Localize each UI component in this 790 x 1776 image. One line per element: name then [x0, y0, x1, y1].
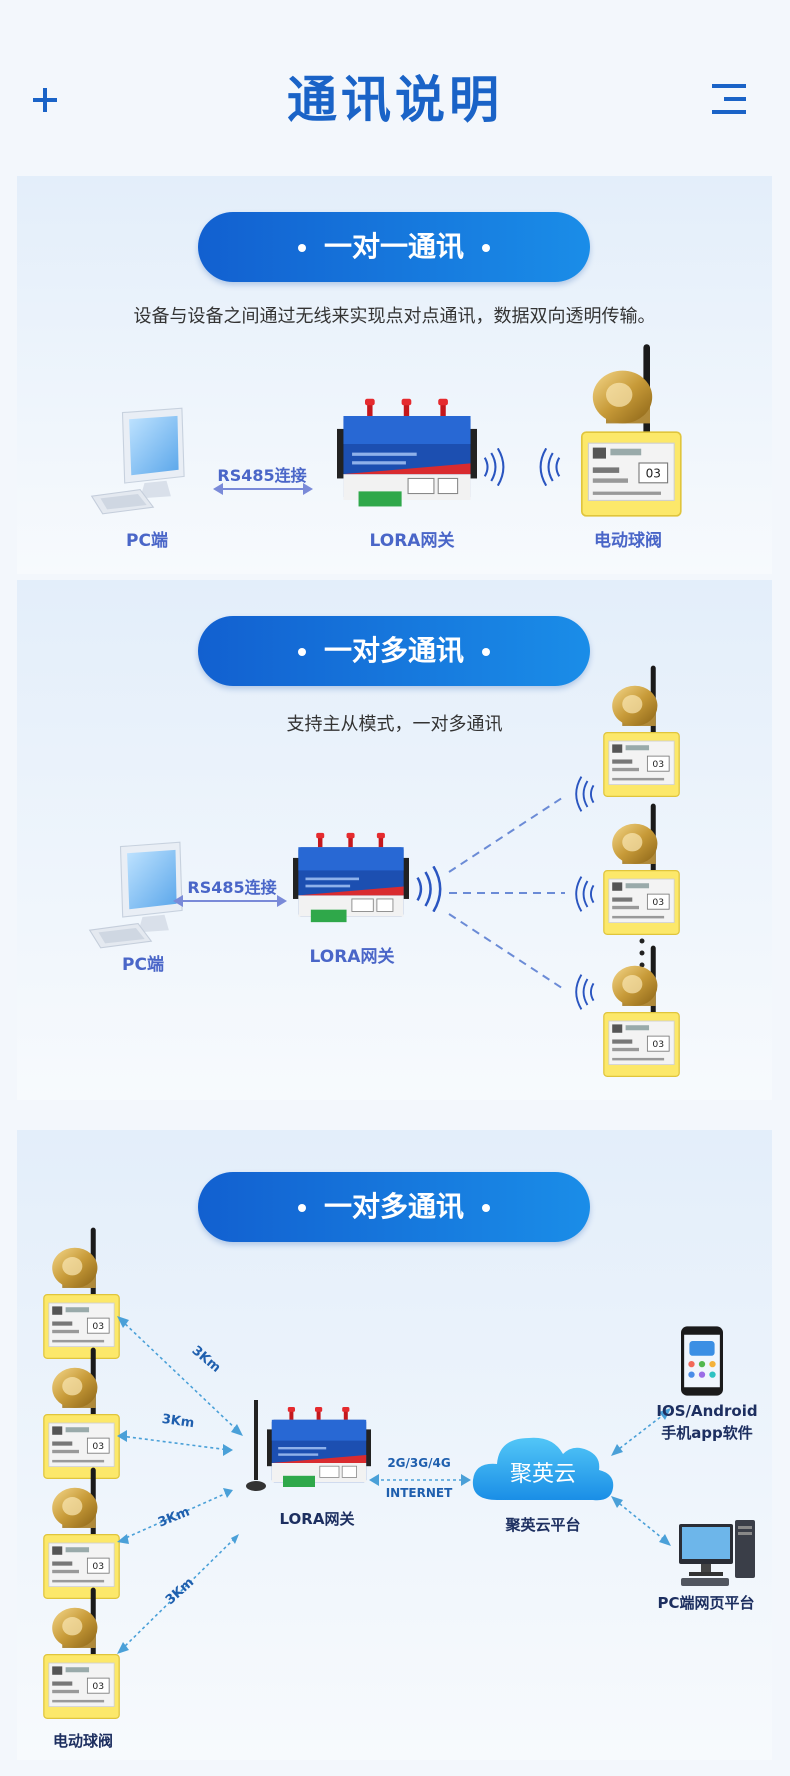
- internet-label: INTERNET: [385, 1486, 453, 1500]
- section-title-pill: 一对一通讯: [198, 212, 590, 282]
- mobile-app-label-line1: IOS/Android: [656, 1402, 758, 1420]
- pc-label: PC端: [126, 531, 168, 551]
- mobile-app-label-line2: 手机app软件: [661, 1424, 753, 1442]
- plus-icon[interactable]: [33, 88, 57, 112]
- lora-gateway-device: [337, 398, 477, 508]
- section-cloud-network: 一对多通讯 电动球阀 3Km 3Km 3Km 3Km LO: [17, 1130, 772, 1760]
- lora-gateway-device: [267, 1406, 371, 1488]
- cloud-name: 聚英云: [509, 1462, 576, 1487]
- electric-ball-valve: [603, 803, 680, 935]
- valve-label: 电动球阀: [594, 531, 662, 551]
- section-title-pill: 一对多通讯: [198, 1172, 590, 1242]
- cloud-platform-label: 聚英云平台: [505, 1516, 581, 1534]
- section-description: 设备与设备之间通过无线来实现点对点通讯，数据双向透明传输。: [133, 306, 656, 327]
- pc-computer-icon: [91, 407, 185, 515]
- pc-label: PC端: [122, 955, 164, 975]
- section-title: 一对一通讯: [323, 230, 464, 263]
- section-title: 一对多通讯: [323, 1190, 464, 1223]
- wireless-signal-icon: [575, 974, 595, 1010]
- antenna-icon: [246, 1400, 266, 1491]
- section-one-to-many: 一对多通讯 支持主从模式，一对多通讯 PC端 RS485连接 LORA网关: [17, 580, 772, 1100]
- mobile-phone-icon: [681, 1326, 723, 1396]
- wireless-signal-icon: [575, 876, 595, 912]
- gateway-label: LORA网关: [279, 1510, 355, 1528]
- section-title: 一对多通讯: [323, 634, 464, 667]
- rs485-link-label: RS485连接: [187, 878, 277, 897]
- pc-web-platform-label: PC端网页平台: [657, 1594, 755, 1612]
- cloud-icon: [472, 1437, 614, 1501]
- section-one-to-one: 一对一通讯 设备与设备之间通过无线来实现点对点通讯，数据双向透明传输。 PC端 …: [17, 176, 772, 574]
- section-description: 支持主从模式，一对多通讯: [286, 714, 503, 735]
- gateway-label: LORA网关: [369, 531, 455, 551]
- bidirectional-arrow: [213, 483, 313, 495]
- rs485-link-label: RS485连接: [217, 466, 307, 485]
- wireless-signal-icon: [575, 776, 595, 812]
- electric-ball-valve: [603, 945, 680, 1077]
- electric-ball-valve: [580, 343, 682, 517]
- section-title-pill: 一对多通讯: [198, 616, 590, 686]
- dotted-links: [117, 1316, 671, 1654]
- wireless-signal-icon: [483, 448, 505, 486]
- gateway-label: LORA网关: [309, 947, 395, 967]
- wireless-signal-icon: [539, 448, 561, 486]
- page-title: 通讯说明: [287, 71, 503, 129]
- dashed-links: [448, 795, 566, 991]
- electric-ball-valve: [603, 665, 680, 797]
- network-type-label: 2G/3G/4G: [387, 1456, 451, 1470]
- desktop-computer-icon: [679, 1520, 755, 1586]
- menu-icon[interactable]: [712, 84, 746, 114]
- ellipsis-dots: [639, 938, 645, 968]
- valve-label: 电动球阀: [52, 1732, 113, 1750]
- bidirectional-arrow: [173, 895, 287, 907]
